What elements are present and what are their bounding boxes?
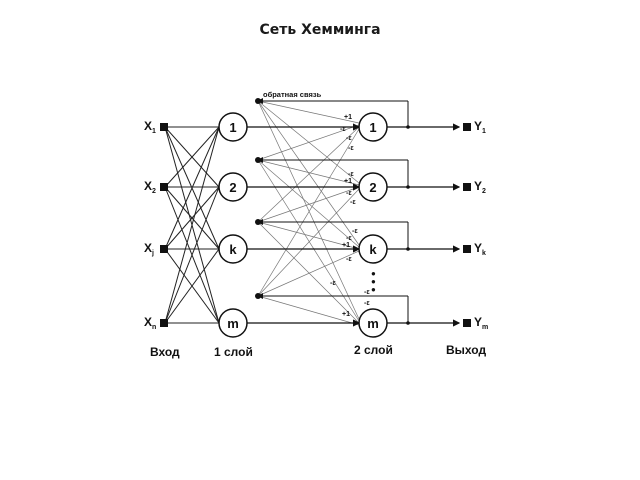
weight-label: -ε: [346, 256, 352, 263]
section-label-input: Вход: [150, 345, 180, 359]
output-square: [463, 123, 471, 131]
nodes: 1 2 k m 1 2 k m: [160, 98, 471, 338]
layer2-node: [358, 172, 388, 202]
feedback-connections: [257, 100, 360, 326]
feedback-edge: [257, 124, 360, 161]
feedback-dot: [255, 157, 261, 163]
weight-label: +1: [342, 311, 350, 318]
output-label-1: Y1: [474, 119, 486, 135]
junction-dot: [406, 185, 410, 189]
input-edge: [164, 248, 220, 324]
weight-label: -ε: [346, 135, 352, 142]
layer1-node: [218, 308, 248, 338]
output-square: [463, 319, 471, 327]
input-square: [160, 245, 168, 253]
layer2-node: [358, 112, 388, 142]
weight-label: -ε: [364, 300, 370, 307]
input-square: [160, 319, 168, 327]
ellipsis-dot: ●: [371, 277, 376, 286]
layer2-node-label: m: [367, 316, 379, 331]
ellipsis-dot: ●: [371, 285, 376, 294]
layer1-node-label: 1: [229, 120, 236, 135]
layer2-node-label: 1: [369, 120, 376, 135]
layer1-node: [218, 112, 248, 142]
layer2-node: [358, 308, 388, 338]
weight-label: -ε: [348, 171, 354, 178]
layer2-node: [358, 234, 388, 264]
input-connections: [164, 126, 220, 324]
input-edge: [164, 186, 220, 324]
input-square: [160, 123, 168, 131]
weight-label: -ε: [348, 145, 354, 152]
feedback-edge: [257, 100, 360, 184]
feedback-edge: [257, 100, 360, 246]
feedback-dot: [255, 293, 261, 299]
layer2-node-label: k: [369, 242, 377, 257]
output-square: [463, 183, 471, 191]
feedback-edge: [257, 126, 360, 223]
input-square: [160, 183, 168, 191]
weight-label: -ε: [364, 289, 370, 296]
output-label-2: Y2: [474, 179, 486, 195]
weight-label: -ε: [330, 280, 336, 287]
weight-label: -ε: [346, 190, 352, 197]
feedback-dot: [255, 219, 261, 225]
weight-label: -ε: [340, 126, 346, 133]
ellipsis-dot: ●: [371, 269, 376, 278]
weight-label: +1: [342, 242, 350, 249]
layer1-node: [218, 172, 248, 202]
input-edge: [164, 186, 220, 250]
feedback-edge: [257, 188, 360, 297]
input-edge: [164, 126, 220, 324]
layer1-node-label: 2: [229, 180, 236, 195]
page-title: Сеть Хемминга: [259, 22, 381, 38]
feedback-edge: [257, 100, 360, 320]
feedback-edge: [257, 159, 360, 186]
weight-label: -ε: [352, 228, 358, 235]
input-label-j: Xj: [144, 241, 154, 257]
junction-dot: [406, 247, 410, 251]
layer1-node-label: k: [229, 242, 237, 257]
feedback-edge: [257, 221, 360, 324]
output-label-k: Yk: [474, 241, 486, 257]
section-label-output: Выход: [446, 343, 486, 357]
input-label-1: X1: [144, 119, 156, 135]
layer-connections: [247, 98, 461, 327]
output-square: [463, 245, 471, 253]
input-label-n: Xn: [144, 315, 156, 331]
input-edge: [164, 126, 220, 250]
output-label-m: Ym: [474, 315, 488, 331]
layer1-node: [218, 234, 248, 264]
feedback-edge: [257, 295, 360, 326]
section-label-layer1: 1 слой: [214, 345, 253, 359]
feedback-edge: [257, 250, 360, 297]
input-label-2: X2: [144, 179, 156, 195]
junction-dot: [406, 125, 410, 129]
input-edge: [164, 126, 220, 188]
layer2-node-label: 2: [369, 180, 376, 195]
weight-label: +1: [344, 178, 352, 185]
junction-dot: [406, 321, 410, 325]
feedback-edge: [257, 186, 360, 223]
feedback-edge: [257, 221, 360, 250]
feedback-edge: [257, 100, 360, 124]
weight-label: -ε: [346, 235, 352, 242]
weight-label: -ε: [350, 199, 356, 206]
weight-label: +1: [344, 114, 352, 121]
feedback-label: обратная связь: [263, 90, 322, 99]
feedback-edge: [257, 159, 360, 248]
section-label-layer2: 2 слой: [354, 343, 393, 357]
layer1-node-label: m: [227, 316, 239, 331]
feedback-edge: [257, 128, 360, 297]
feedback-dot: [255, 98, 261, 104]
